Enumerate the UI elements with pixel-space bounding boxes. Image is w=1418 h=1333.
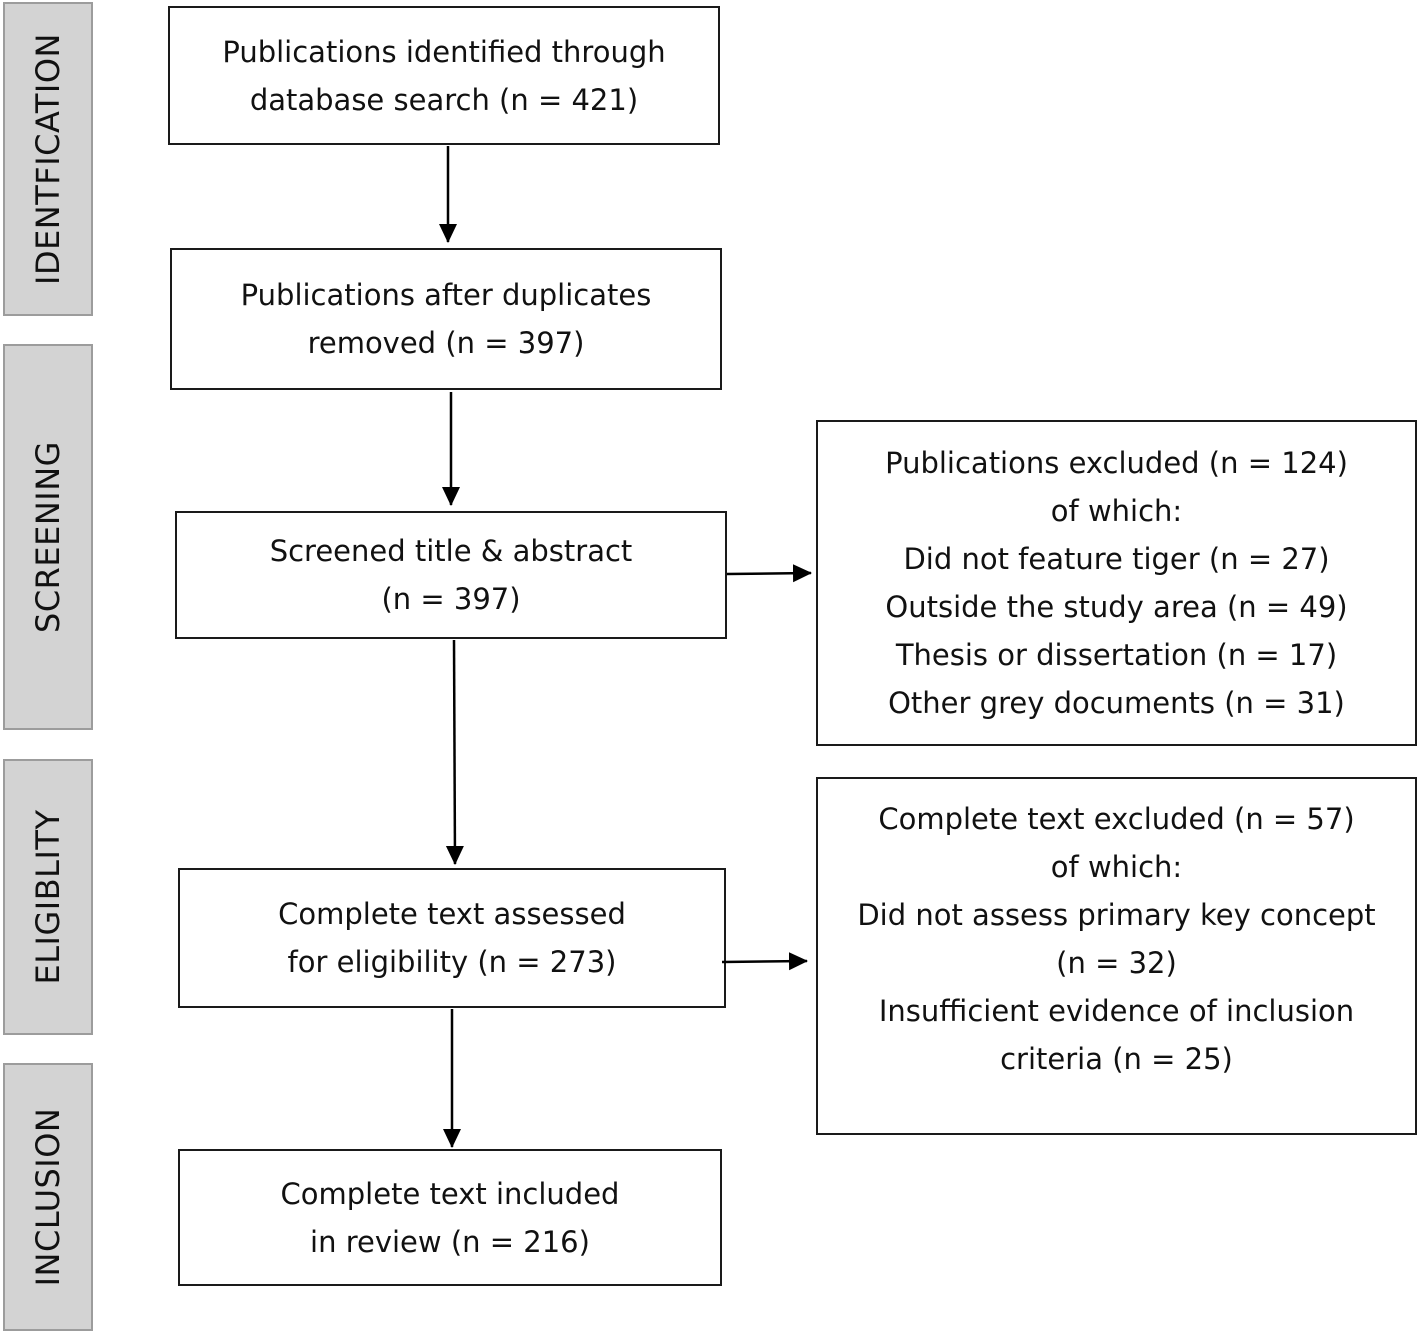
box-assessed-line2: for eligibility (n = 273) (287, 945, 617, 979)
box-identified-line2: database search (n = 421) (249, 82, 639, 117)
excluded-screening-line: Thesis or dissertation (n = 17) (895, 638, 1338, 672)
box-screened-line2: (n = 397) (381, 582, 521, 616)
excluded-screening-line: Outside the study area (n = 49) (885, 590, 1348, 624)
arrow-screened-to-excluded (726, 564, 812, 583)
arrow-assessed-to-excluded (721, 952, 808, 971)
box-identified-line1: Publications identified through (222, 34, 666, 69)
box-included: Complete text included in review (n = 21… (178, 1149, 722, 1286)
box-excluded-screening: Publications excluded (n = 124) of which… (816, 420, 1417, 746)
stage-eligibility: ELIGIBLITY (3, 759, 93, 1035)
stage-identification: IDENTFICATION (3, 2, 93, 316)
excluded-screening-line: Other grey documents (n = 31) (888, 686, 1345, 720)
excluded-screening-line: of which: (1050, 494, 1183, 528)
excluded-screening-line: Publications excluded (n = 124) (885, 446, 1348, 480)
excluded-screening-line: Did not feature tiger (n = 27) (903, 542, 1330, 576)
box-assessed: Complete text assessed for eligibility (… (178, 868, 726, 1008)
box-after-duplicates: Publications after duplicates removed (n… (170, 248, 722, 390)
box-after-duplicates-line2: removed (n = 397) (307, 326, 585, 360)
box-screened-line1: Screened title & abstract (269, 534, 633, 568)
excluded-eligibility-line: Complete text excluded (n = 57) (878, 802, 1355, 836)
arrow-screened-to-assessed (445, 639, 464, 865)
box-excluded-eligibility: Complete text excluded (n = 57) of which… (816, 777, 1417, 1135)
box-identified: Publications identified through database… (168, 6, 720, 145)
excluded-eligibility-line: criteria (n = 25) (1000, 1042, 1233, 1076)
box-assessed-line1: Complete text assessed (278, 897, 626, 931)
excluded-eligibility-line: Did not assess primary key concept (857, 898, 1376, 932)
excluded-eligibility-line: (n = 32) (1056, 946, 1177, 980)
box-screened: Screened title & abstract (n = 397) (175, 511, 727, 639)
box-after-duplicates-line1: Publications after duplicates (240, 278, 652, 312)
excluded-eligibility-line: of which: (1050, 850, 1183, 884)
excluded-eligibility-line: Insufficient evidence of inclusion (878, 994, 1355, 1028)
stage-screening: SCREENING (3, 344, 93, 730)
stage-inclusion: INCLUSION (3, 1063, 93, 1331)
box-included-line1: Complete text included (280, 1176, 620, 1211)
box-included-line2: in review (n = 216) (310, 1224, 590, 1259)
